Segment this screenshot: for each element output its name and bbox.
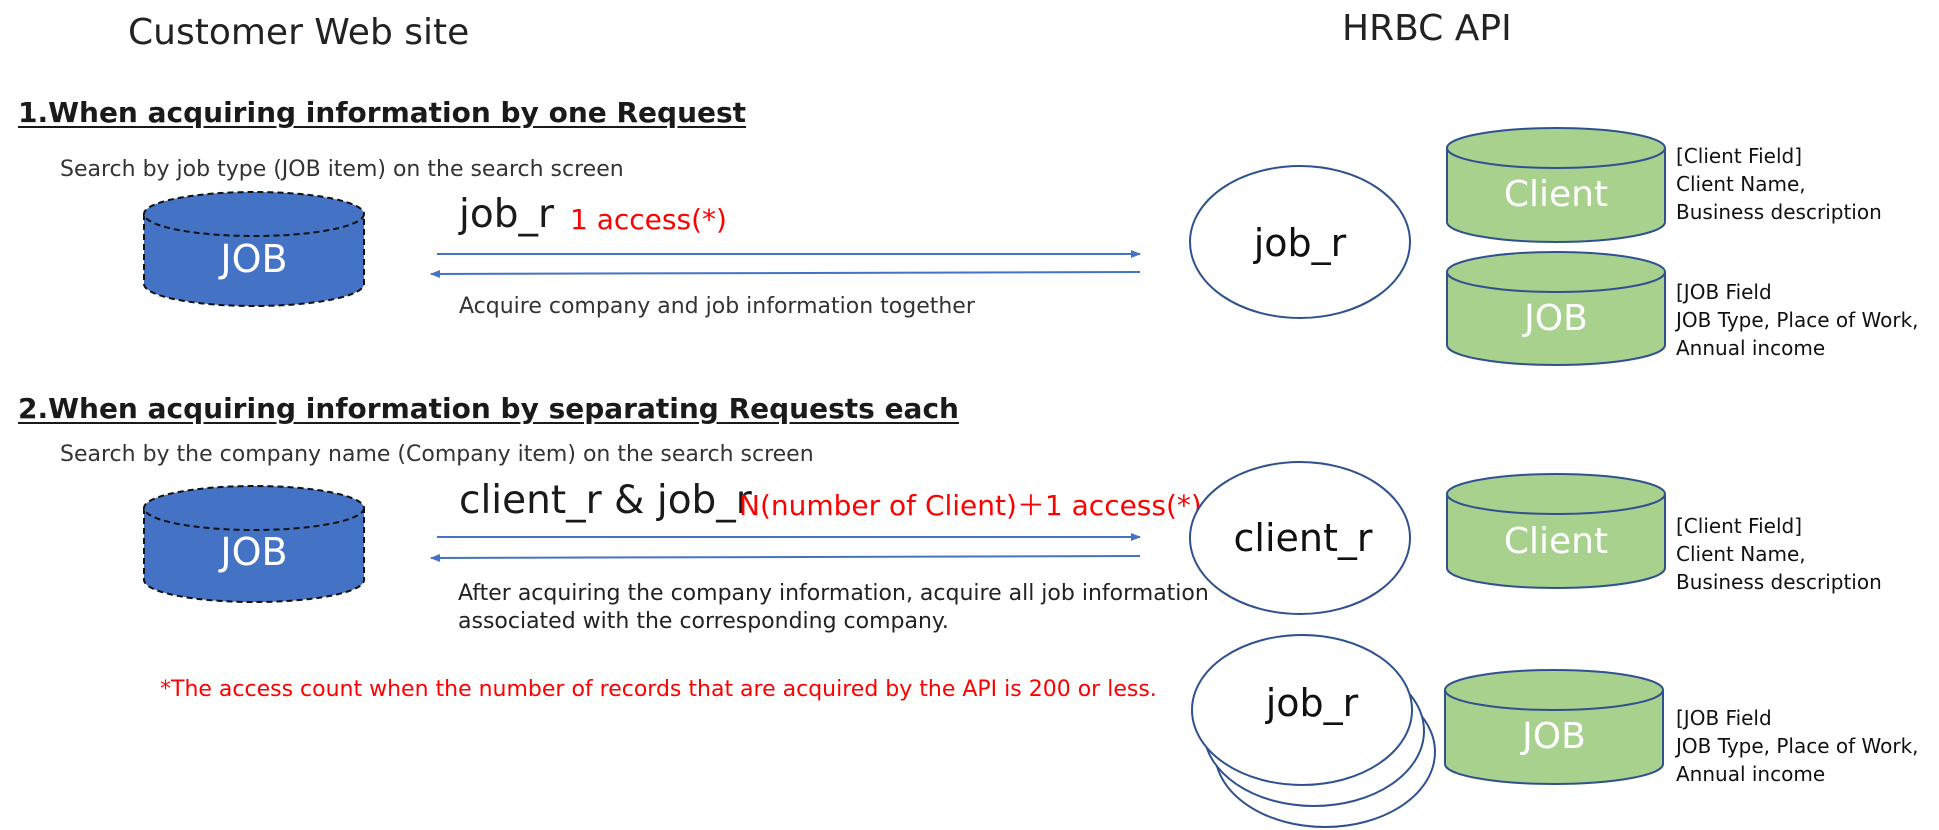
section1-request-label: job_r — [459, 192, 554, 237]
section2-request-label: client_r & job_r — [459, 478, 752, 523]
field-line: Business description — [1676, 200, 1882, 224]
field-line: Annual income — [1676, 762, 1826, 786]
hrbc-api-heading: HRBC API — [1342, 8, 1512, 49]
db-label: JOB — [1522, 298, 1588, 339]
section1-client-field-desc: [Client Field] Client Name, Business des… — [1676, 142, 1882, 226]
endpoint-label: job_r — [1253, 221, 1347, 265]
section1-access-count: 1 access(*) — [570, 203, 727, 236]
section2-response-line2: associated with the corresponding compan… — [458, 609, 949, 634]
section2-title: 2.When acquiring information by separati… — [18, 392, 959, 425]
section1-api-job-db: JOB — [1446, 251, 1666, 366]
section2-job-r-endpoint-stack: job_r — [1191, 634, 1436, 828]
section1-client-db: Client — [1446, 127, 1666, 243]
section2-subtitle: Search by the company name (Company item… — [60, 442, 814, 467]
endpoint-label: client_r — [1234, 516, 1373, 560]
field-line: JOB Type, Place of Work, — [1676, 734, 1919, 758]
section2-response-line1: After acquiring the company information,… — [458, 581, 1209, 606]
section2-response-arrow — [430, 553, 1141, 562]
section2-customer-job-db: JOB — [143, 485, 365, 603]
db-label: JOB — [1520, 716, 1586, 757]
section2-client-r-endpoint: client_r — [1189, 461, 1411, 615]
field-line: [Client Field] — [1676, 514, 1803, 538]
section1-title: 1.When acquiring information by one Requ… — [18, 96, 747, 129]
section2-client-field-desc: [Client Field] Client Name, Business des… — [1676, 512, 1882, 596]
section1-subtitle: Search by job type (JOB item) on the sea… — [60, 157, 624, 182]
field-line: Client Name, — [1676, 172, 1806, 196]
section2-client-db: Client — [1446, 473, 1666, 589]
field-line: JOB Type, Place of Work, — [1676, 308, 1919, 332]
field-line: Business description — [1676, 570, 1882, 594]
db-label: JOB — [218, 530, 287, 574]
section1-response-arrow — [430, 269, 1141, 278]
section2-api-job-db: JOB — [1444, 669, 1664, 785]
db-label: Client — [1504, 174, 1608, 215]
db-label: Client — [1504, 521, 1608, 562]
section1-job-r-endpoint: job_r — [1189, 165, 1411, 319]
field-line: Client Name, — [1676, 542, 1806, 566]
field-line: [JOB Field — [1676, 706, 1772, 730]
field-line: Annual income — [1676, 336, 1826, 360]
section2-job-field-desc: [JOB Field JOB Type, Place of Work, Annu… — [1676, 704, 1919, 788]
section1-job-field-desc: [JOB Field JOB Type, Place of Work, Annu… — [1676, 278, 1919, 362]
section1-response-label: Acquire company and job information toge… — [459, 294, 975, 319]
section1-customer-job-db: JOB — [143, 191, 365, 307]
field-line: [Client Field] — [1676, 144, 1803, 168]
customer-website-heading: Customer Web site — [128, 12, 470, 53]
db-label: JOB — [218, 237, 287, 281]
access-count-footnote: *The access count when the number of rec… — [160, 677, 1157, 702]
section2-access-count: N(number of Client)＋1 access(*) — [739, 489, 1202, 522]
field-line: [JOB Field — [1676, 280, 1772, 304]
endpoint-label: job_r — [1265, 681, 1359, 725]
